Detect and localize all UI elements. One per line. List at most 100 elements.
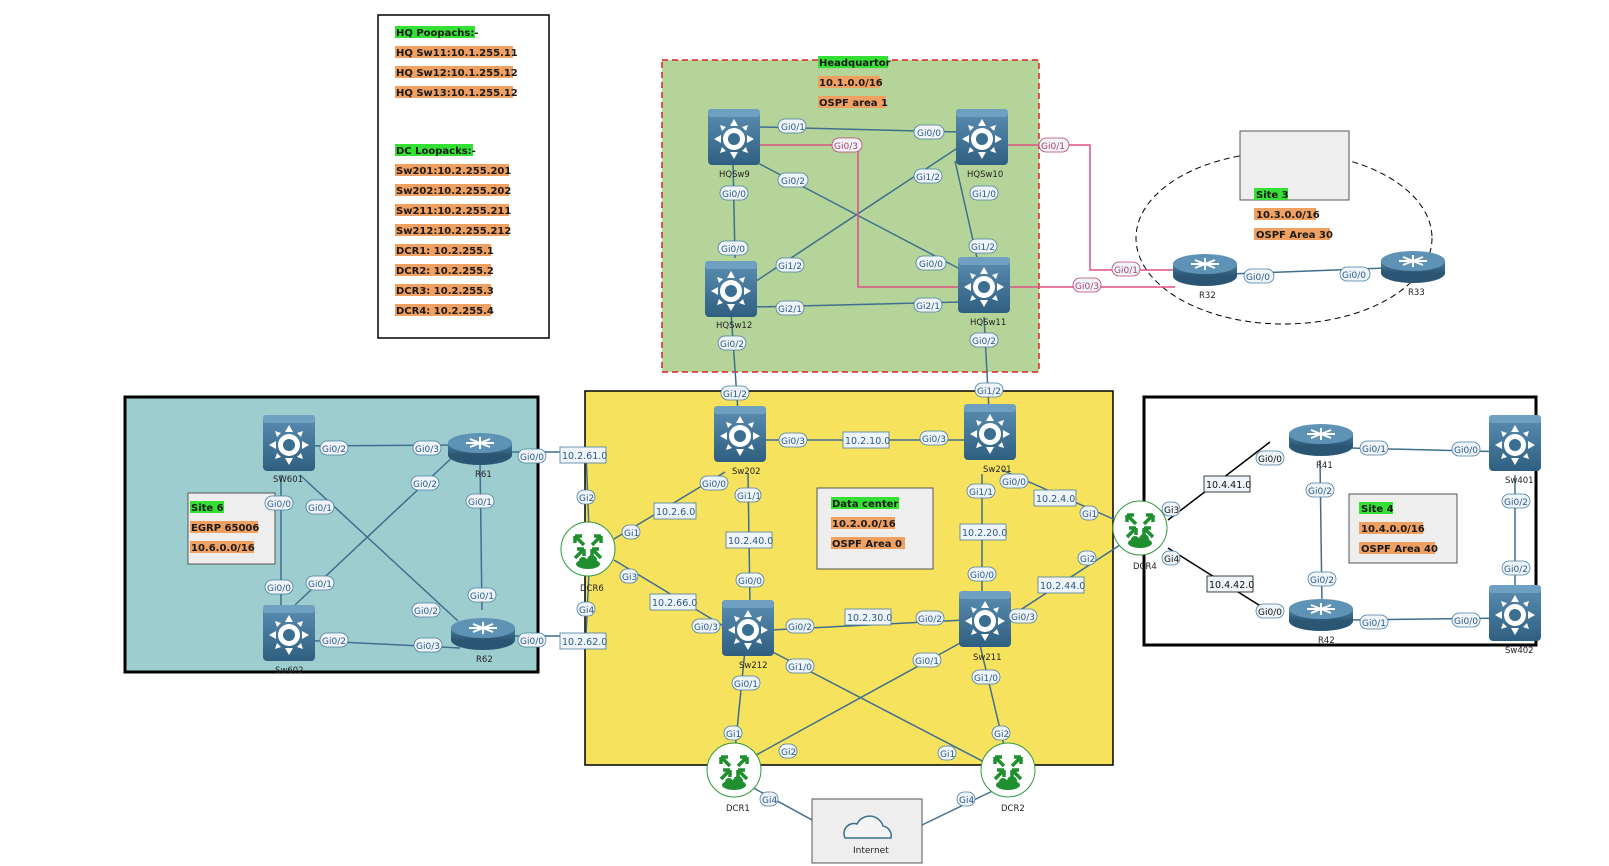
network-label: 10.2.44.0 (1040, 581, 1085, 592)
legend-dc-item: DCR4: 10.2.255.4 (396, 306, 494, 317)
port-label: Gi1/0 (788, 663, 812, 673)
port-label: Gi0/0 (520, 637, 544, 647)
sw202-icon[interactable] (714, 406, 766, 462)
network-label: 10.2.40.0 (728, 536, 773, 547)
network-label: 10.2.10.0 (845, 436, 890, 447)
network-label: 10.2.20.0 (962, 528, 1007, 539)
port-label: Gi4 (1164, 555, 1179, 565)
sw601-icon[interactable] (263, 415, 315, 471)
network-label: 10.2.62.0 (562, 637, 607, 648)
port-label: Gi0/3 (415, 445, 439, 455)
port-label: Gi0/2 (1504, 565, 1528, 575)
port-label: Gi0/3 (834, 142, 858, 152)
r33-icon[interactable] (1380, 250, 1446, 284)
device-label: Sw212 (739, 661, 768, 671)
r41-icon[interactable] (1288, 423, 1354, 457)
dcr4-icon[interactable] (1111, 499, 1169, 557)
device-label: R32 (1199, 291, 1216, 301)
network-label: 10.2.4.0 (1036, 494, 1075, 505)
hqsw12-icon[interactable] (705, 261, 757, 317)
r32-icon[interactable] (1172, 253, 1238, 287)
device-label: Sw401 (1505, 476, 1534, 486)
device-label: Sw202 (732, 467, 761, 477)
dcr3-icon[interactable] (559, 520, 617, 578)
r62-icon[interactable] (450, 617, 516, 651)
dc-zone (584, 390, 1114, 766)
legend-hq-item: HQ Sw11:10.1.255.11 (396, 48, 518, 59)
port-label: Gi0/1 (1362, 445, 1386, 455)
device-label: R33 (1408, 288, 1425, 298)
port-label: Gi2 (994, 730, 1009, 740)
sw212-icon[interactable] (722, 600, 774, 656)
device-label: Sw201 (983, 465, 1012, 475)
network-boxes (559, 431, 1085, 650)
device-label: Sw211 (973, 653, 1002, 663)
port-label: Gi0/2 (788, 623, 812, 633)
legend-hq-title: HQ Poopachs:- (396, 28, 478, 39)
hqsw9-icon[interactable] (708, 109, 760, 165)
device-label: Sw402 (1505, 646, 1534, 656)
dc-subnet: 10.2.0.0/16 (832, 519, 896, 530)
port-label: Gi0/3 (781, 437, 805, 447)
port-label: Gi0/1 (915, 657, 939, 667)
port-label: Gi0/0 (917, 129, 941, 139)
port-label: Gi1 (1082, 510, 1097, 520)
site4-subnet: 10.4.0.0/16 (1361, 524, 1425, 535)
sw211-icon[interactable] (959, 591, 1011, 647)
port-label: Gi3 (1164, 506, 1179, 516)
dcr2-icon[interactable] (979, 741, 1037, 799)
port-label: Gi0/2 (413, 480, 437, 490)
cloud-icon (843, 815, 892, 839)
hq-subnet: 10.1.0.0/16 (819, 78, 883, 89)
device-label: HQSw11 (970, 318, 1006, 328)
device-label: HQSw10 (967, 170, 1003, 180)
port-label: Gi0/0 (970, 571, 994, 581)
port-label: Gi0/0 (919, 260, 943, 270)
port-label: Gi1 (940, 750, 955, 760)
device-label: R41 (1316, 461, 1333, 471)
port-label: Gi0/2 (414, 607, 438, 617)
port-label: Gi1/2 (971, 243, 995, 253)
sw602-icon[interactable] (263, 605, 315, 661)
network-label: 10.2.66.0 (652, 598, 697, 609)
port-label: Gi0/0 (1454, 446, 1478, 456)
network-label: 10.4.41.0 (1206, 480, 1251, 491)
r61-icon[interactable] (447, 432, 513, 466)
internet-label: Internet (853, 846, 889, 856)
network-label: 10.2.30.0 (847, 613, 892, 624)
port-label: Gi0/0 (1258, 455, 1282, 465)
site3-area: OSPF Area 30 (1256, 230, 1333, 241)
hqsw11-icon[interactable] (958, 257, 1010, 313)
hq-area: OSPF area 1 (819, 98, 888, 109)
port-bubbles (264, 118, 1531, 807)
port-label: Gi0/2 (1308, 487, 1332, 497)
port-label: Gi0/1 (1114, 266, 1138, 276)
port-label: Gi1/0 (974, 674, 998, 684)
port-label: Gi1 (624, 529, 639, 539)
dcr1-icon[interactable] (705, 741, 763, 799)
dc-area: OSPF Area 0 (832, 539, 902, 550)
port-label: Gi0/2 (1504, 498, 1528, 508)
port-label: Gi2 (579, 494, 594, 504)
r42-icon[interactable] (1288, 598, 1354, 632)
port-label: Gi1/2 (916, 173, 940, 183)
port-label: Gi0/3 (1075, 282, 1099, 292)
sw402-icon[interactable] (1489, 585, 1541, 641)
device-label: DCR6 (580, 584, 604, 594)
port-label: Gi0/0 (1342, 271, 1366, 281)
legend-hq-item: HQ Sw12:10.1.255.12 (396, 68, 518, 79)
hqsw10-icon[interactable] (956, 109, 1008, 165)
sw201-icon[interactable] (964, 404, 1016, 460)
port-label: Gi0/0 (1246, 273, 1270, 283)
legend-hq-item: HQ Sw13:10.1.255.12 (396, 88, 518, 99)
port-label: Gi0/3 (694, 623, 718, 633)
port-label: Gi2 (1080, 555, 1095, 565)
device-label: Sw602 (275, 666, 304, 676)
sw401-icon[interactable] (1489, 415, 1541, 471)
port-label: Gi0/0 (722, 190, 746, 200)
port-label: Gi2/1 (778, 305, 802, 315)
port-label: Gi0/1 (1041, 142, 1065, 152)
device-label: SW601 (273, 475, 303, 485)
site4-area: OSPF Area 40 (1361, 544, 1438, 555)
device-label: R61 (475, 470, 492, 480)
